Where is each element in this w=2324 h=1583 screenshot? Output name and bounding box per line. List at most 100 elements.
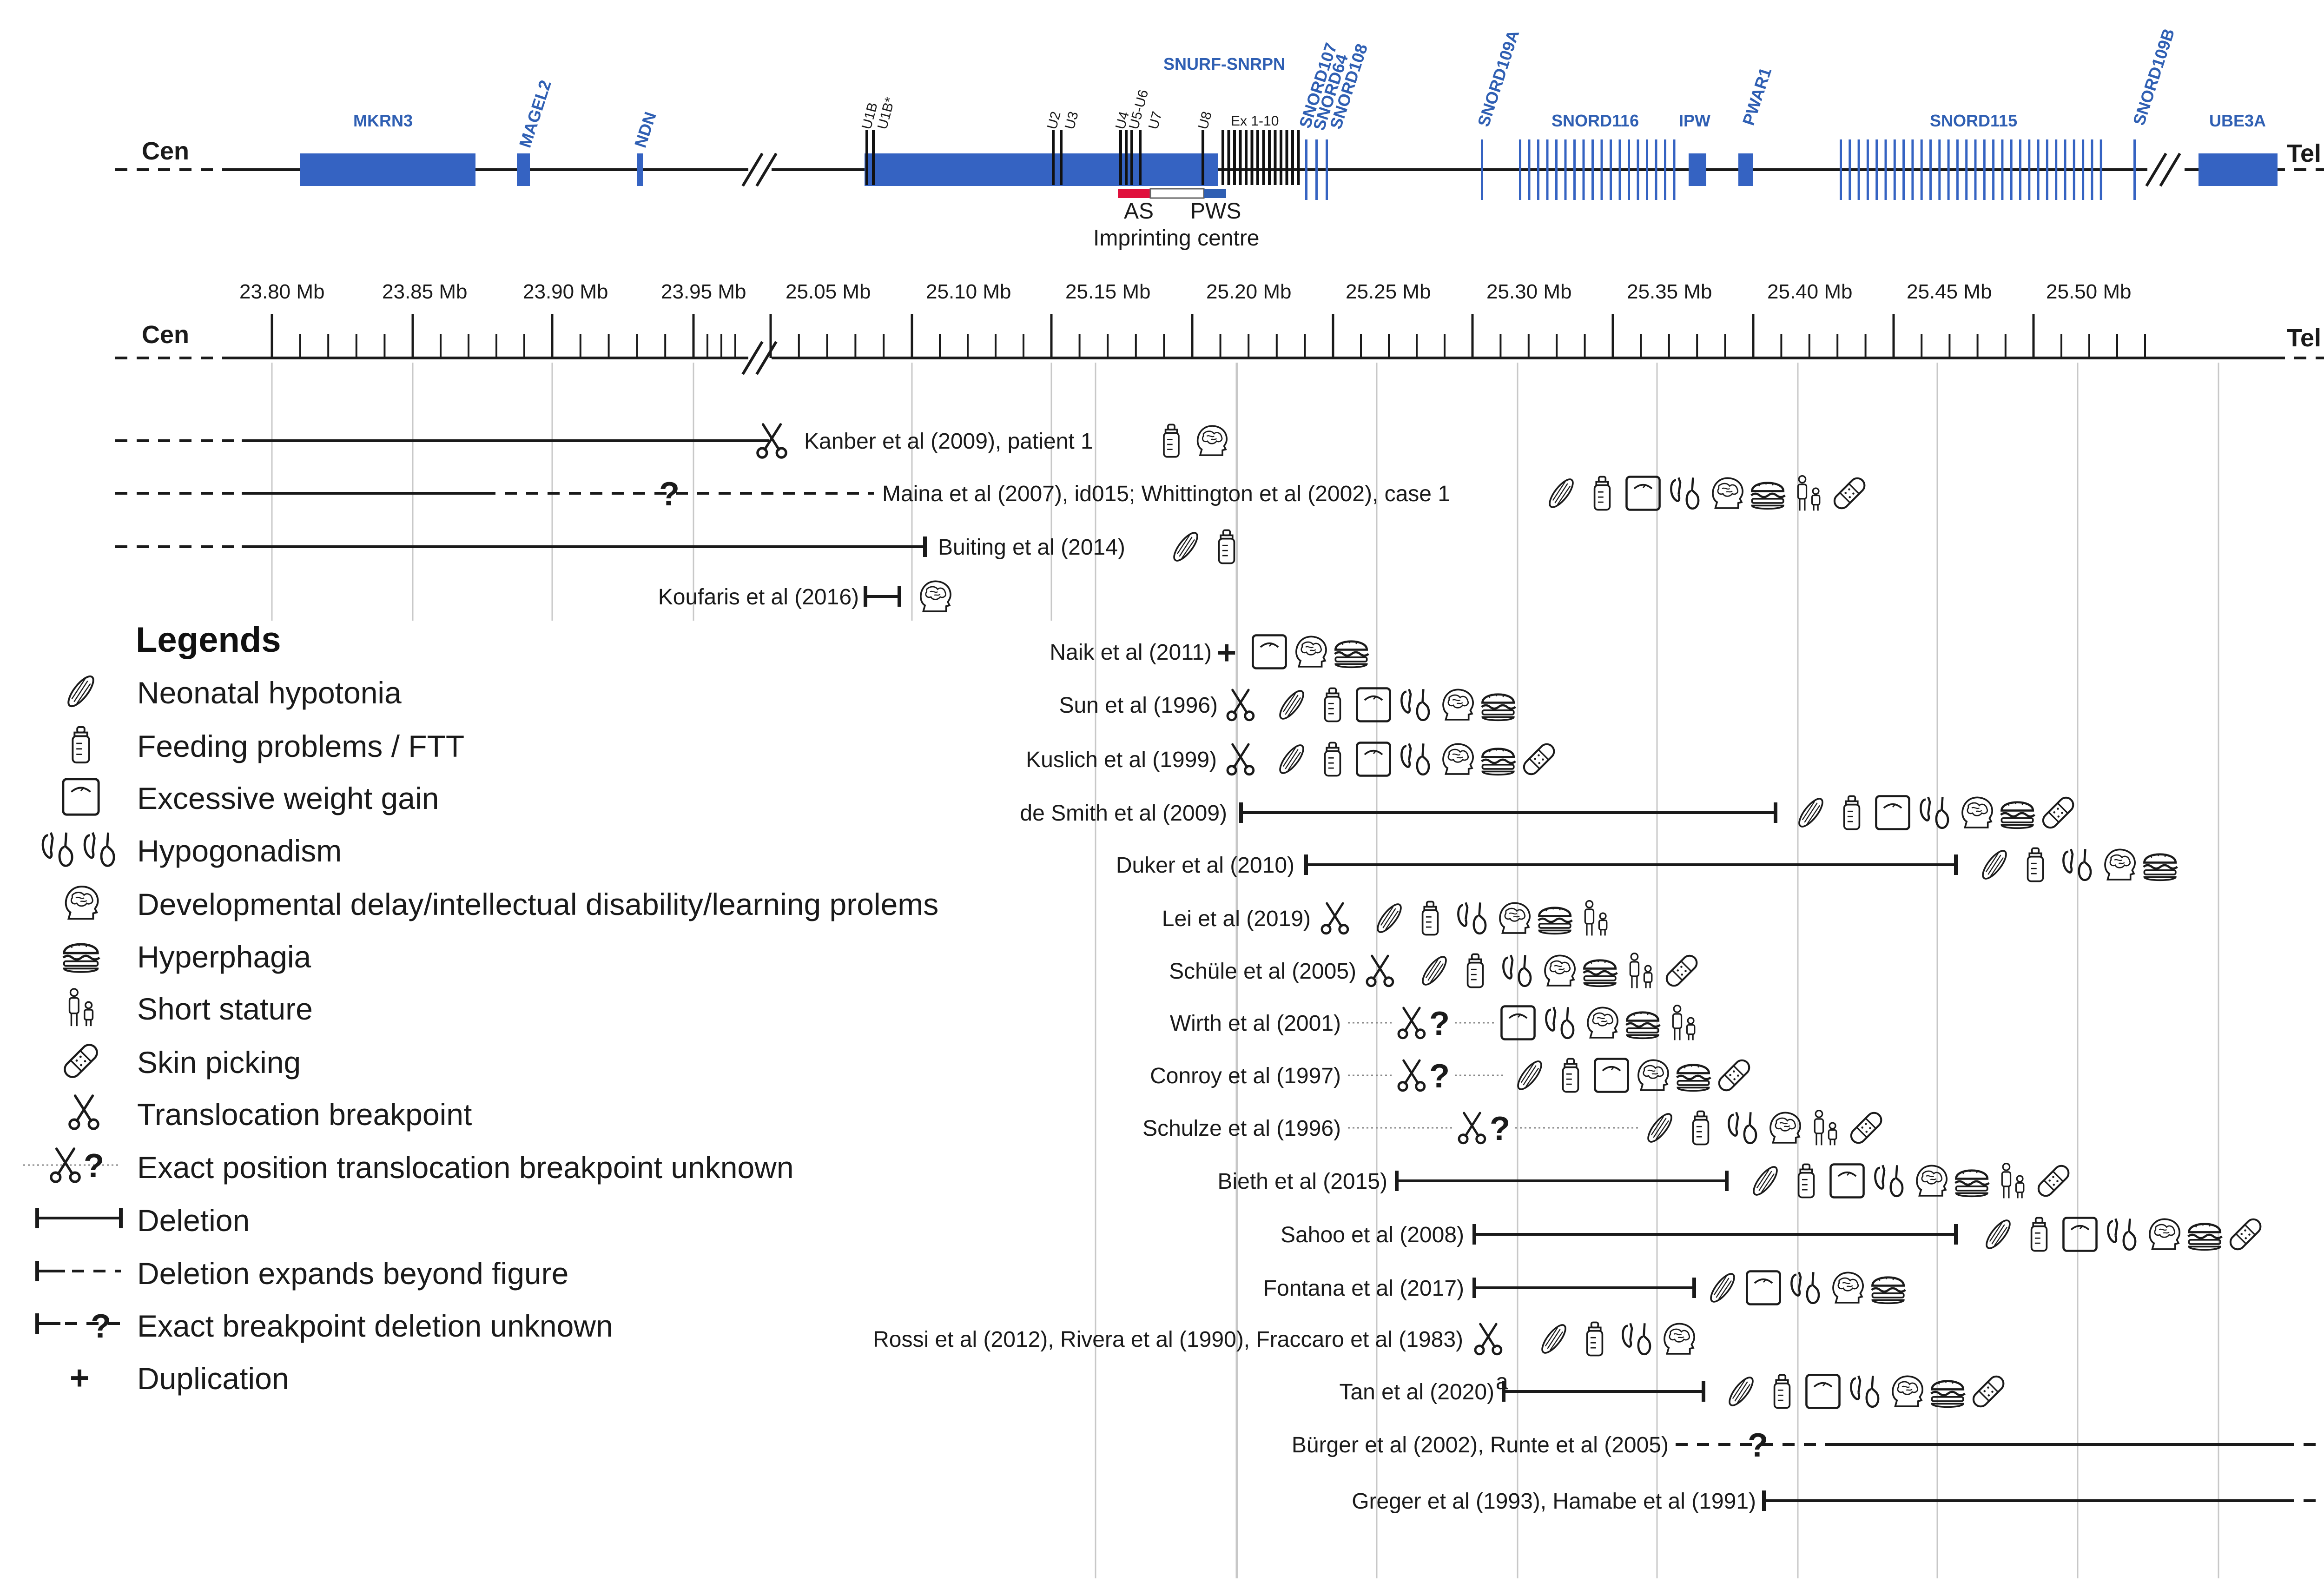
snord115-bar [1840,139,1842,200]
short-stature-icon [1672,1005,1696,1041]
hyperphagia-icon [1334,642,1368,668]
snord116-bar [1664,139,1666,200]
question-icon: ? [1490,1110,1510,1147]
legend-item-label: Excessive weight gain [137,781,439,815]
feeding-problems-icon [1466,953,1484,988]
snord115-bar [2028,139,2031,200]
snrpn-exon-bar [1233,130,1236,185]
developmental-delay-icon [2149,1218,2180,1250]
developmental-delay-icon [1961,796,1993,828]
snrpn-exon-bar [1227,130,1230,185]
scale-tick-label: 25.15 Mb [1065,280,1150,303]
hyperphagia-icon [2144,854,2178,881]
hyperphagia-icon [1677,1065,1710,1091]
scissors-icon [1228,744,1254,775]
snord116-bar [1673,139,1676,200]
snord115-bar [1929,139,1932,200]
scale-tick-label: 25.05 Mb [786,280,871,303]
snord116-bar [1610,139,1612,200]
skin-picking-icon [1664,953,1699,988]
question-icon: ? [659,476,680,513]
snord115-bar [2037,139,2040,200]
ndn-label: NDN [631,110,660,150]
study-label: Schulze et al (1996) [1142,1116,1341,1141]
hyperphagia-icon [1482,749,1516,775]
hypogonadism-icon [1401,743,1429,775]
snord116-bar [1591,139,1594,200]
study-label: Greger et al (1993), Hamabe et al (1991) [1352,1489,1756,1514]
hyperphagia-icon [1931,1381,1965,1407]
excessive-weight-gain-icon [1253,635,1286,668]
plus-icon: + [1217,634,1236,671]
hyperphagia-icon [63,944,99,972]
feeding-problems-icon [1421,901,1439,936]
ipw-label: IPW [1679,111,1710,130]
snord115-bar [1983,139,1986,200]
snrpn-exon-bar [1297,130,1300,185]
snord115-bar [1956,139,1959,200]
skin-picking-icon [1831,475,1867,511]
snord115-bar [1920,139,1923,200]
neonatal-hypotonia-icon [1749,1163,1782,1199]
neonatal-hypotonia-icon [1275,687,1308,723]
neonatal-hypotonia-icon [63,672,99,711]
excessive-weight-gain-icon [1626,477,1659,510]
legend-title: Legends [136,620,281,660]
snord116-bar [1573,139,1576,200]
short-stature-icon [1814,1110,1837,1146]
feeding-problems-icon [1586,1321,1604,1357]
snord116-bar [1564,139,1567,200]
snord115-bar [2055,139,2058,200]
study-label: Bürger et al (2002), Runte et al (2005) [1292,1433,1669,1457]
study-label: Bieth et al (2015) [1217,1169,1387,1194]
developmental-delay-icon [65,886,99,920]
legend-item-label: Feeding problems / FTT [137,729,464,763]
snord116-bar [1637,139,1639,200]
excessive-weight-gain-icon [1876,796,1909,829]
snord115-bar [1875,139,1878,200]
snord107-64-108-bar [1305,139,1307,200]
short-stature-icon [2001,1163,2025,1199]
legend-item-label: Skin picking [137,1045,301,1080]
hypogonadism-icon [1875,1165,1902,1196]
hypogonadism-icon [1458,902,1486,934]
pws-region [1204,189,1226,198]
neonatal-hypotonia-icon [1794,795,1828,831]
developmental-delay-icon [1916,1165,1948,1197]
snord115-bar [1866,139,1869,200]
snord115-bar [1902,139,1905,200]
snurf-exon-bar [1052,130,1055,185]
feeding-problems-icon [1773,1374,1791,1409]
exon-label: U7 [1146,110,1165,131]
snord116-bar [1546,139,1549,200]
snrpn-exon-bar [1256,130,1259,185]
snord115-bar [2073,139,2075,200]
snord115-bar [1849,139,1851,200]
legend-item-label: Hyperphagia [137,940,311,974]
snurf-exon-bar [1060,130,1063,185]
study-label: de Smith et al (2009) [1020,801,1227,826]
snord115-bar [2019,139,2021,200]
neonatal-hypotonia-icon [1643,1110,1677,1146]
excessive-weight-gain-icon [1595,1059,1628,1092]
snord116-bar [1600,139,1603,200]
study-label: Rossi et al (2012), Rivera et al (1990),… [873,1327,1463,1352]
scale-tick-label: 25.35 Mb [1627,280,1712,303]
hypogonadism-icon [85,833,114,866]
snurf-exon-bar [1130,130,1133,185]
skin-picking-icon [1970,1373,2006,1409]
hyperphagia-icon [1626,1013,1660,1039]
as-region [1118,189,1150,198]
scissors-icon [1367,956,1393,986]
neonatal-hypotonia-icon [1981,1216,2015,1252]
study-label: Fontana et al (2017) [1263,1276,1464,1301]
study-label: Naik et al (2011) [1050,640,1212,665]
position-gridlines [271,363,2219,1578]
pws-label: PWS [1190,199,1241,224]
hypogonadism-icon [1791,1272,1819,1303]
snord115-bar [2091,139,2093,200]
snrpn-exon-bar [1268,130,1271,185]
short-stature-icon [1584,900,1608,936]
